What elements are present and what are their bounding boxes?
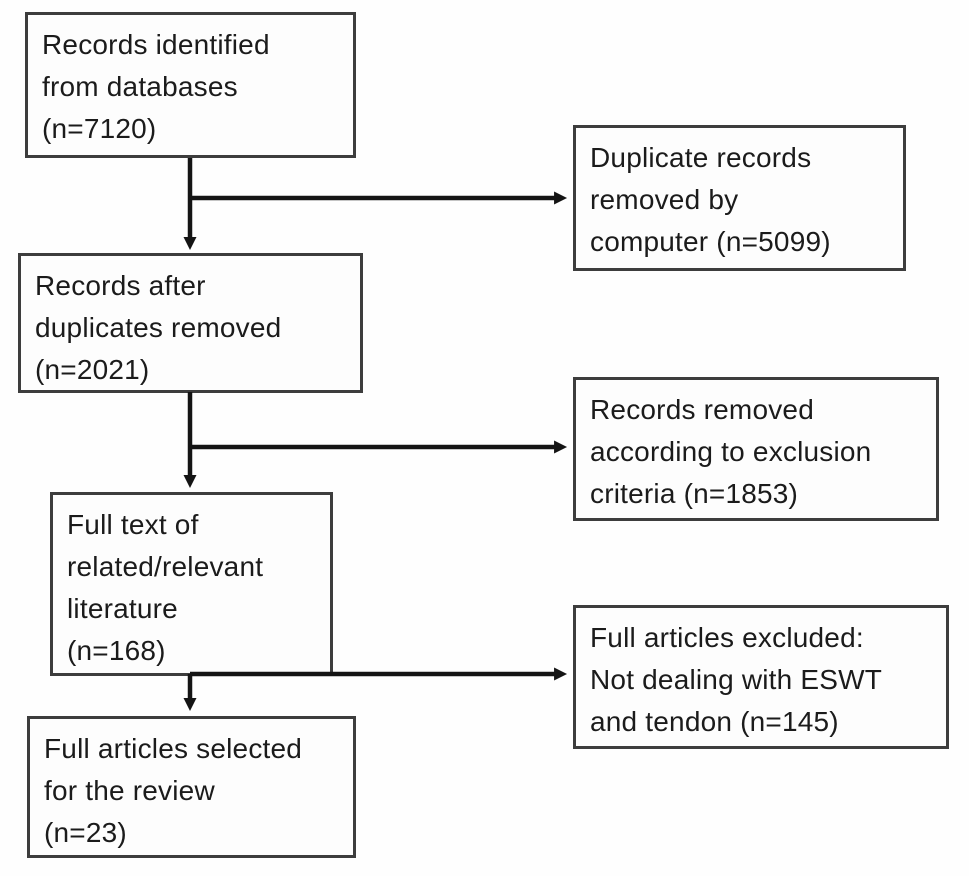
node-full-articles-excluded: Full articles excluded: Not dealing with… bbox=[573, 605, 949, 749]
node-records-after-duplicates: Records after duplicates removed (n=2021… bbox=[18, 253, 363, 393]
node-records-identified: Records identified from databases (n=712… bbox=[25, 12, 356, 158]
node-records-removed-exclusion: Records removed according to exclusion c… bbox=[573, 377, 939, 521]
node-duplicate-records-removed-label: Duplicate records removed by computer (n… bbox=[590, 142, 831, 257]
node-records-after-duplicates-label: Records after duplicates removed (n=2021… bbox=[35, 270, 282, 385]
node-records-identified-label: Records identified from databases (n=712… bbox=[42, 29, 270, 144]
node-full-articles-excluded-label: Full articles excluded: Not dealing with… bbox=[590, 622, 883, 737]
node-full-text-literature-label: Full text of related/relevant literature… bbox=[67, 509, 264, 666]
node-full-articles-selected-label: Full articles selected for the review (n… bbox=[44, 733, 303, 848]
node-full-text-literature: Full text of related/relevant literature… bbox=[50, 492, 333, 676]
node-records-removed-exclusion-label: Records removed according to exclusion c… bbox=[590, 394, 872, 509]
node-full-articles-selected: Full articles selected for the review (n… bbox=[27, 716, 356, 858]
node-duplicate-records-removed: Duplicate records removed by computer (n… bbox=[573, 125, 906, 271]
